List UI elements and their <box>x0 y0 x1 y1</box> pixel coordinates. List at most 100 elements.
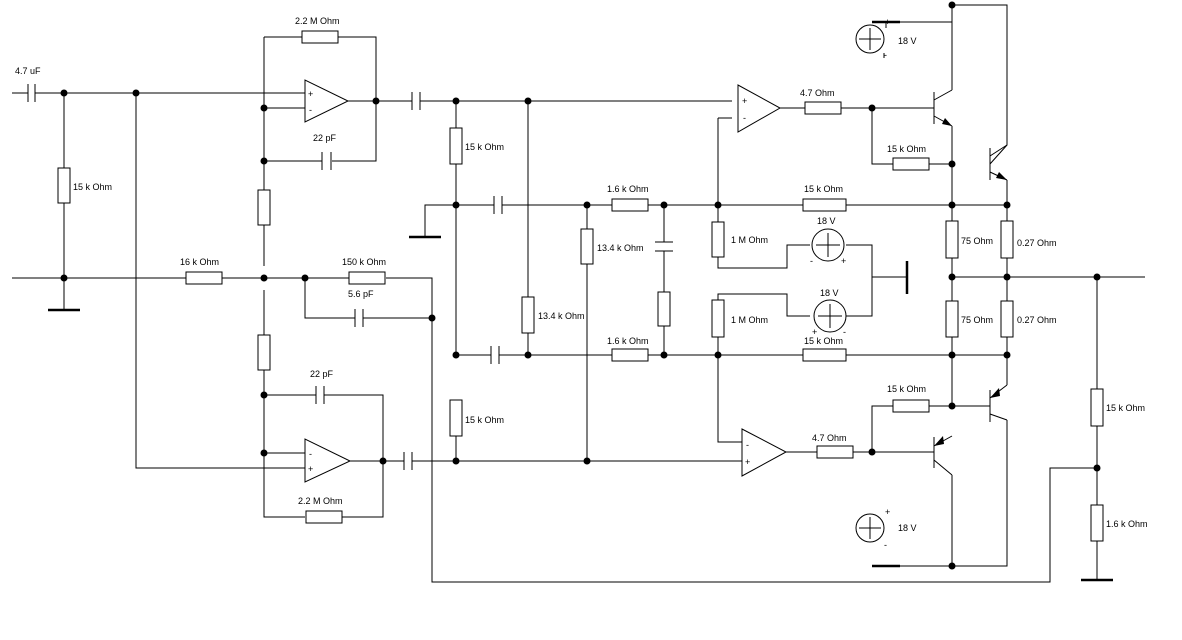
label-c-fb-bot: 22 pF <box>310 369 334 379</box>
label-v-bias-bot: 18 V <box>820 288 839 298</box>
label-r-0p27-bot: 0.27 Ohm <box>1017 315 1057 325</box>
label-v-supply-top: 18 V <box>898 36 917 46</box>
label-r-1k6-bot: 1.6 k Ohm <box>607 336 649 346</box>
pin-minus-label: - <box>884 50 887 60</box>
op-amp-driver-bot <box>741 428 788 477</box>
resistor-15k-left-top <box>449 127 463 165</box>
op-amp-input-top <box>304 79 350 123</box>
voltage-sources: + - + - - + + - <box>810 17 890 550</box>
label-r-1m-bot: 1 M Ohm <box>731 315 768 325</box>
transistor-output-bot <box>989 384 1008 422</box>
label-r-4p7-bot: 4.7 Ohm <box>812 433 847 443</box>
label-r-0p27-top: 0.27 Ohm <box>1017 238 1057 248</box>
resistor-150k <box>348 271 386 285</box>
resistor-bias-top <box>257 189 271 226</box>
resistor-out-fb-top <box>1090 388 1104 427</box>
label-c-in: 4.7 uF <box>15 66 41 76</box>
capacitor-vertical <box>655 241 673 252</box>
label-r-out-fb-bot: 1.6 k Ohm <box>1106 519 1148 529</box>
op-amp-input-bot <box>304 438 352 483</box>
junction-dots <box>60 1 1101 570</box>
pin-minus-label: - <box>746 440 749 450</box>
resistor-input-series <box>185 271 223 285</box>
pin-minus-label: - <box>309 449 312 459</box>
pin-minus-label: - <box>884 540 887 550</box>
resistor-75-bot <box>945 300 959 338</box>
resistor-vertical-mid <box>657 291 671 327</box>
pin-plus-label: + <box>885 17 890 27</box>
label-v-bias-top: 18 V <box>817 216 836 226</box>
label-c-fb-top: 22 pF <box>313 133 337 143</box>
resistor-1m-bot <box>711 299 725 338</box>
pin-minus-label: - <box>309 105 312 115</box>
resistor-15k-long-bot <box>802 348 847 362</box>
pin-minus-label: - <box>843 327 846 337</box>
pin-minus-label: - <box>810 256 813 266</box>
capacitors <box>27 84 673 470</box>
capacitor-fb-top <box>321 152 332 170</box>
component-labels: 4.7 uF 15 k Ohm 16 k Ohm 2.2 M Ohm 22 pF… <box>15 16 1148 533</box>
label-r-fb-bot: 2.2 M Ohm <box>298 496 343 506</box>
pin-minus-label: - <box>743 113 746 123</box>
resistor-15k-long-top <box>802 198 847 212</box>
pin-plus-label: + <box>308 89 313 99</box>
pin-plus-label: + <box>742 96 747 106</box>
pin-plus-label: + <box>812 327 817 337</box>
pin-plus-label: + <box>885 507 890 517</box>
resistor-1k6-bot <box>611 348 649 362</box>
resistor-bias-bot <box>257 334 271 371</box>
label-c-5p6: 5.6 pF <box>348 289 374 299</box>
transistor-driver-top <box>933 89 953 127</box>
label-v-supply-bot: 18 V <box>898 523 917 533</box>
op-amp-driver-top <box>737 84 782 133</box>
label-r-bias-top: 15 k Ohm <box>465 142 504 152</box>
label-r-input-series: 16 k Ohm <box>180 257 219 267</box>
pin-plus-label: + <box>841 256 846 266</box>
label-r-bias-bot: 15 k Ohm <box>465 415 504 425</box>
label-r-1k6-top: 1.6 k Ohm <box>607 184 649 194</box>
transistor-output-top <box>989 144 1008 181</box>
resistor-13k4-b <box>580 228 594 265</box>
resistor-4p7-bot <box>816 445 854 459</box>
resistor-15k-drv-bot <box>892 399 930 413</box>
resistor-in-shunt <box>57 167 71 204</box>
resistor-fb-top <box>301 30 339 44</box>
resistor-0p27-top <box>1000 220 1014 259</box>
label-r-in-shunt: 15 k Ohm <box>73 182 112 192</box>
label-r-4p7-top: 4.7 Ohm <box>800 88 835 98</box>
pin-plus-label: + <box>308 464 313 474</box>
label-r-15k-drv-bot: 15 k Ohm <box>887 384 926 394</box>
capacitor-coupling-bot <box>403 452 413 470</box>
label-r-13k4-a: 13.4 k Ohm <box>538 311 585 321</box>
capacitor-5p6 <box>354 309 364 327</box>
resistor-13k4-a <box>521 296 535 334</box>
label-r-15k-long-bot: 15 k Ohm <box>804 336 843 346</box>
resistor-15k-drv-top <box>892 157 930 171</box>
resistors <box>57 30 1104 542</box>
resistor-15k-left-bot <box>449 399 463 437</box>
transistor-driver-bot <box>933 435 953 476</box>
capacitor-ladder-bot <box>490 346 500 364</box>
resistor-out-fb-bot <box>1090 504 1104 542</box>
label-r-out-fb-top: 15 k Ohm <box>1106 403 1145 413</box>
pin-plus-label: + <box>745 457 750 467</box>
label-r-15k-long-top: 15 k Ohm <box>804 184 843 194</box>
resistor-4p7-top <box>804 101 842 115</box>
resistor-fb-bot <box>305 510 343 524</box>
resistor-1k6-top <box>611 198 649 212</box>
capacitor-coupling-top <box>411 92 421 110</box>
label-r-150k: 150 k Ohm <box>342 257 386 267</box>
capacitor-fb-bot <box>315 386 325 404</box>
label-r-75-top: 75 Ohm <box>961 236 993 246</box>
resistor-0p27-bot <box>1000 300 1014 338</box>
label-r-13k4-b: 13.4 k Ohm <box>597 243 644 253</box>
label-r-75-bot: 75 Ohm <box>961 315 993 325</box>
label-r-1m-top: 1 M Ohm <box>731 235 768 245</box>
resistor-75-top <box>945 220 959 259</box>
transistors <box>933 89 1008 476</box>
label-r-fb-top: 2.2 M Ohm <box>295 16 340 26</box>
wires <box>12 4 1145 583</box>
resistor-1m-top <box>711 221 725 258</box>
label-r-15k-drv-top: 15 k Ohm <box>887 144 926 154</box>
